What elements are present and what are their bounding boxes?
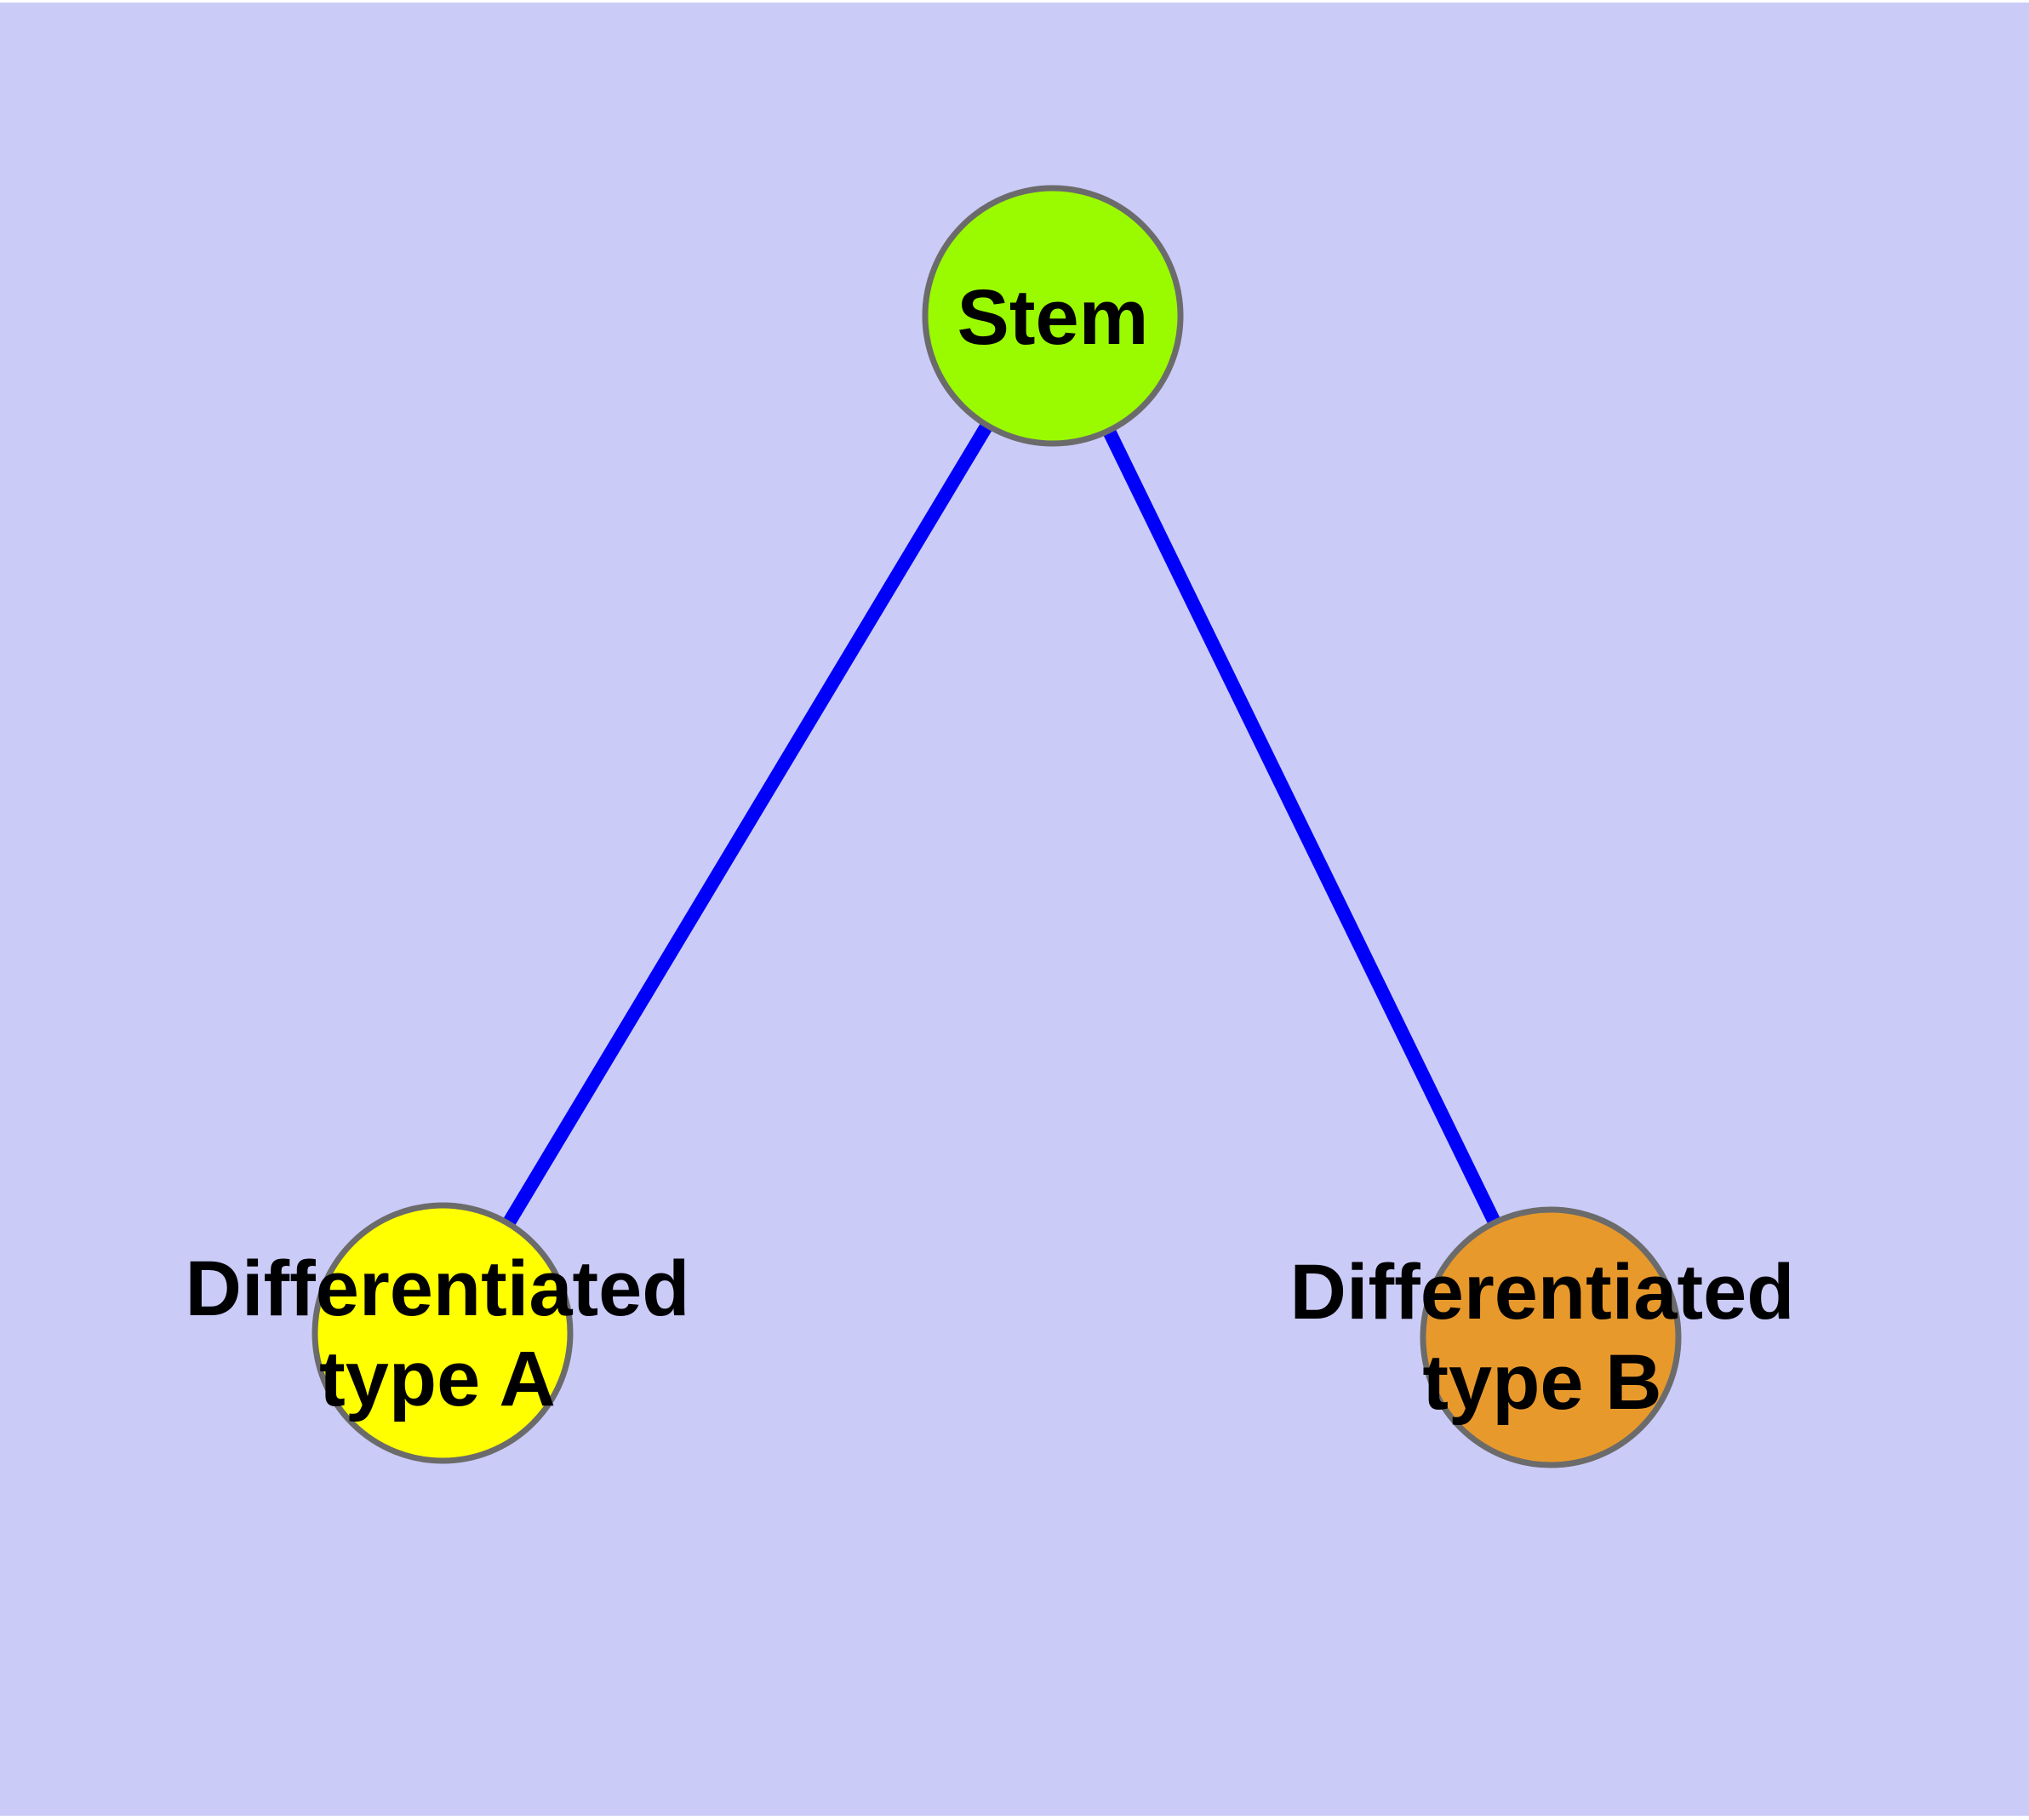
diagram-stage: Stem Differentiated type A Differentiate… <box>0 3 2029 1816</box>
node-stem-circle <box>922 185 1184 447</box>
edge-stem-to-type-a <box>437 312 1059 1337</box>
node-type-b-circle <box>1420 1206 1682 1468</box>
node-type-a-circle <box>311 1202 574 1464</box>
graph-svg <box>311 185 1682 1468</box>
node-type-b-label: Differentiated type B <box>1289 1249 1795 1426</box>
node-type-a-label: Differentiated type A <box>185 1245 690 1422</box>
edge-stem-to-type-b <box>1046 312 1557 1341</box>
node-stem-label: Stem <box>957 274 1149 361</box>
